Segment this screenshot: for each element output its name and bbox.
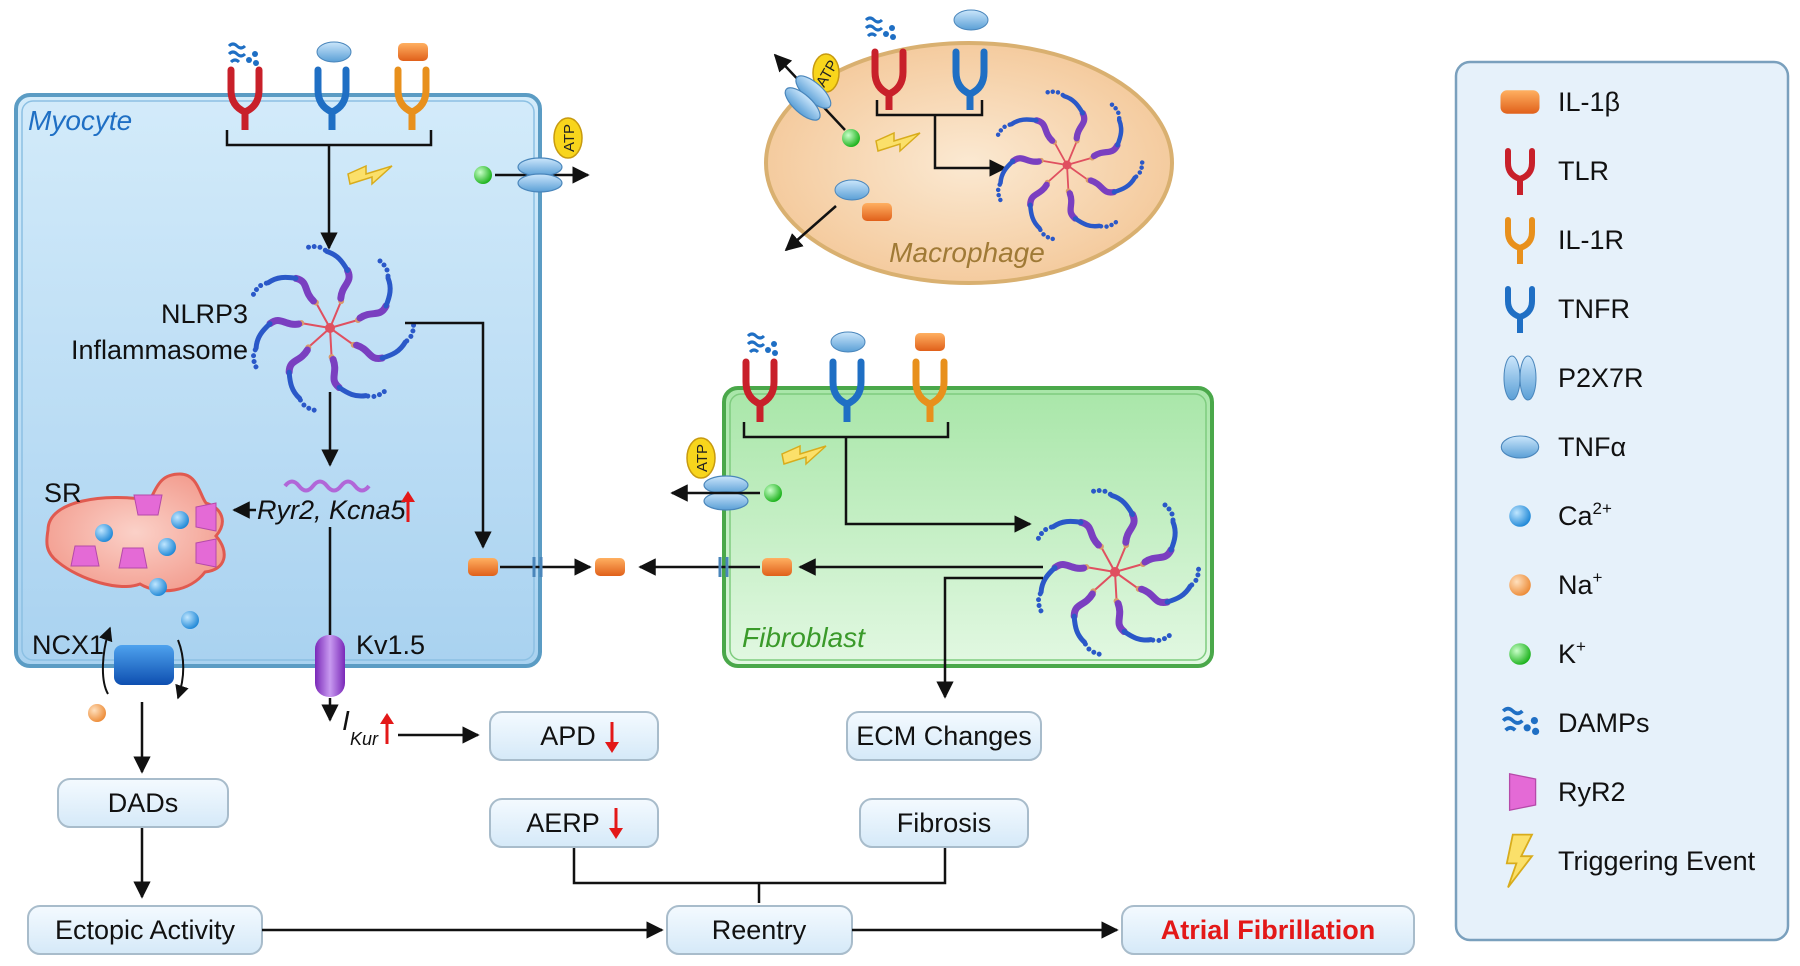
ca-icon (1509, 505, 1531, 527)
legend-label-trigger: Triggering Event (1558, 846, 1756, 876)
il1r-icon (1505, 217, 1535, 264)
sarcoplasmic-reticulum (45, 472, 226, 596)
legend-item-tlr: TLR (1505, 148, 1609, 195)
myocyte-p2x7r: ATP (474, 117, 590, 193)
ectopic-activity-box: Ectopic Activity (27, 905, 263, 955)
legend-superscript-k: + (1576, 637, 1586, 656)
fibrosis-box: Fibrosis (859, 798, 1029, 848)
legend-item-tnfr: TNFR (1505, 286, 1630, 333)
atp-label: ATP (561, 124, 578, 152)
atp-badge: ATP (553, 117, 583, 159)
legend-item-il1b: IL-1β (1500, 87, 1620, 117)
legend-item-il1r: IL-1R (1505, 217, 1624, 264)
legend-label-ryr2: RyR2 (1558, 777, 1626, 807)
dads-text: DADs (108, 788, 179, 818)
ikur-label-group: I Kur (342, 705, 394, 749)
ikur-subscript: Kur (350, 729, 379, 749)
ecm-changes-text: ECM Changes (856, 721, 1032, 751)
fibroblast-contents: ATP (670, 331, 1207, 699)
tnfr-receptor-icon (314, 66, 350, 130)
legend-item-damps: DAMPs (1501, 706, 1650, 738)
legend: IL-1βTLRIL-1RTNFRP2X7RTNFαCa2+Na+K+DAMPs… (1454, 60, 1790, 942)
legend-superscript-na: + (1593, 568, 1603, 587)
fibroblast-cell: Fibroblast (722, 386, 1214, 668)
damps-icon (227, 42, 261, 68)
legend-item-ryr2: RyR2 (1508, 773, 1626, 811)
sr-label: SR (44, 478, 82, 508)
legend-label-tnfa: TNFα (1558, 432, 1626, 462)
macrophage-label: Macrophage (889, 237, 1045, 268)
il1b-icon (1500, 90, 1540, 114)
legend-label-p2x7r: P2X7R (1558, 363, 1644, 393)
atrial-fibrillation-box: Atrial Fibrillation (1121, 905, 1415, 955)
macrophage-cell: Macrophage (764, 41, 1174, 285)
legend-label-tnfr: TNFR (1558, 294, 1630, 324)
tnfa-icon (316, 41, 352, 63)
legend-label-damps: DAMPs (1558, 708, 1650, 738)
legend-label-il1b: IL-1β (1558, 87, 1620, 117)
kv15-channel (315, 635, 345, 697)
mrna-icon (283, 479, 371, 493)
myocyte-receptors (225, 41, 433, 250)
apd-box: APD (489, 711, 659, 761)
na-icon (1509, 574, 1531, 596)
dads-box: DADs (57, 778, 229, 828)
k-icon (1509, 643, 1531, 665)
tlr-icon (1505, 148, 1535, 195)
ncx1-exchanger (99, 626, 189, 700)
inflammasome-label: Inflammasome (71, 335, 248, 365)
ryr2-icon (1508, 773, 1537, 811)
atrial-fibrillation-text: Atrial Fibrillation (1161, 915, 1376, 945)
myocyte-label: Myocyte (28, 105, 132, 136)
genes-label: Ryr2, Kcna5 (257, 495, 407, 525)
tlr-receptor-icon (227, 66, 263, 130)
gene-up-arrow (401, 491, 415, 522)
p2x7r-icon (1503, 355, 1537, 401)
legend-label-tlr: TLR (1558, 156, 1609, 186)
reentry-box: Reentry (666, 905, 853, 955)
legend-item-tnfa: TNFα (1500, 432, 1626, 462)
aerp-box: AERP (489, 798, 659, 848)
ikur-label: I (342, 705, 350, 736)
ectopic-activity-text: Ectopic Activity (55, 915, 236, 945)
tnfa-icon (1500, 435, 1540, 459)
ncx1-label: NCX1 (32, 630, 104, 660)
il1b-icon (398, 43, 428, 61)
apd-text: APD (540, 721, 596, 751)
legend-label-il1r: IL-1R (1558, 225, 1624, 255)
fibroblast-label: Fibroblast (742, 622, 866, 653)
reentry-text: Reentry (712, 915, 807, 945)
macrophage-contents: ATP (773, 9, 1150, 252)
fibroblast-atp-label: ATP (694, 444, 711, 472)
legend-item-p2x7r: P2X7R (1503, 355, 1644, 401)
legend-item-trigger: Triggering Event (1505, 833, 1756, 889)
legend-superscript-ca: 2+ (1593, 499, 1612, 518)
kv15-label: Kv1.5 (356, 630, 425, 660)
nlrp3-label: NLRP3 (161, 299, 248, 329)
fibrosis-text: Fibrosis (897, 808, 992, 838)
il1r-receptor-icon (394, 66, 430, 130)
tnfr-icon (1505, 286, 1535, 333)
ecm-changes-box: ECM Changes (846, 711, 1042, 761)
aerp-text: AERP (526, 808, 600, 838)
il1b-transport (468, 557, 1043, 577)
